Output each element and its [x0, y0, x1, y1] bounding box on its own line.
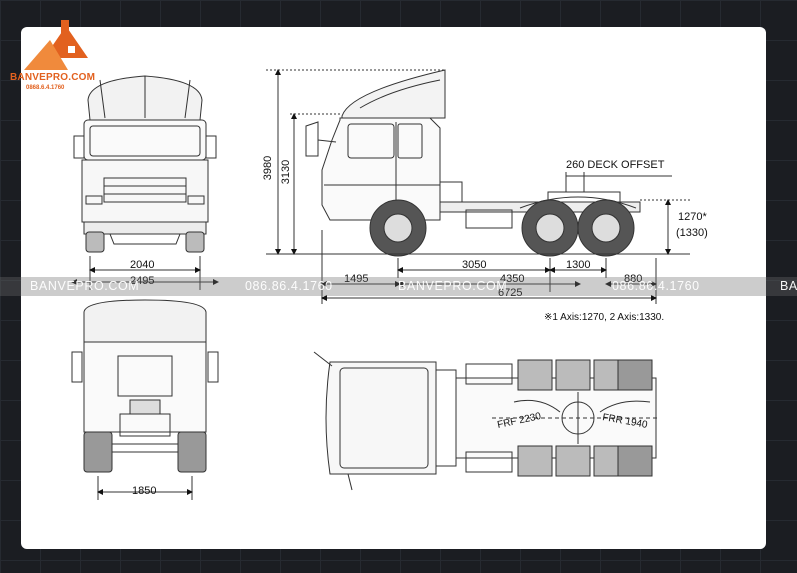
watermark-site: BANVEPRO.COM — [30, 279, 140, 293]
watermark-phone: 086.86.4.1760 — [612, 279, 700, 293]
dim-rear-axle-spacing: 1300 — [566, 259, 590, 271]
dim-front-width: 2040 — [130, 259, 154, 271]
watermark-site-partial: BA — [780, 279, 797, 293]
front-dimensions — [71, 256, 219, 290]
watermark-band — [0, 277, 797, 296]
watermark-phone: 086.86.4.1760 — [245, 279, 333, 293]
house-logo-icon — [24, 20, 88, 70]
dim-wheelbase-front: 3050 — [462, 259, 486, 271]
dim-wheelbase-full: 4350 — [500, 273, 524, 285]
dim-fifth-wheel-height: 1270* — [678, 211, 707, 223]
dim-rear-track: 1850 — [132, 485, 156, 497]
dimension-labels: 2040 2495 1850 3980 3130 260 DECK OFFSET… — [130, 156, 708, 497]
dim-rear-overhang: 880 — [624, 273, 642, 285]
brand-name: BANVEPRO.COM — [10, 72, 96, 83]
front-view — [73, 75, 217, 253]
dim-cab-height: 3130 — [280, 160, 292, 184]
dim-front-overhang: 1495 — [344, 273, 368, 285]
dim-overall-length: 6725 — [498, 287, 522, 299]
watermark-site: BANVEPRO.COM — [398, 279, 508, 293]
dim-fifth-wheel-height-alt: (1330) — [676, 227, 708, 239]
axis-note: ※1 Axis:1270, 2 Axis:1330. — [544, 312, 664, 323]
dim-deck-offset: 260 DECK OFFSET — [566, 159, 665, 171]
dim-total-height: 3980 — [262, 156, 274, 180]
side-dimensions — [266, 69, 690, 304]
side-view — [305, 69, 641, 257]
brand-phone: 0868.6.4.1760 — [26, 85, 65, 91]
top-view — [313, 351, 660, 491]
rear-view — [71, 299, 219, 500]
dim-overall-width: 2495 — [130, 275, 154, 287]
